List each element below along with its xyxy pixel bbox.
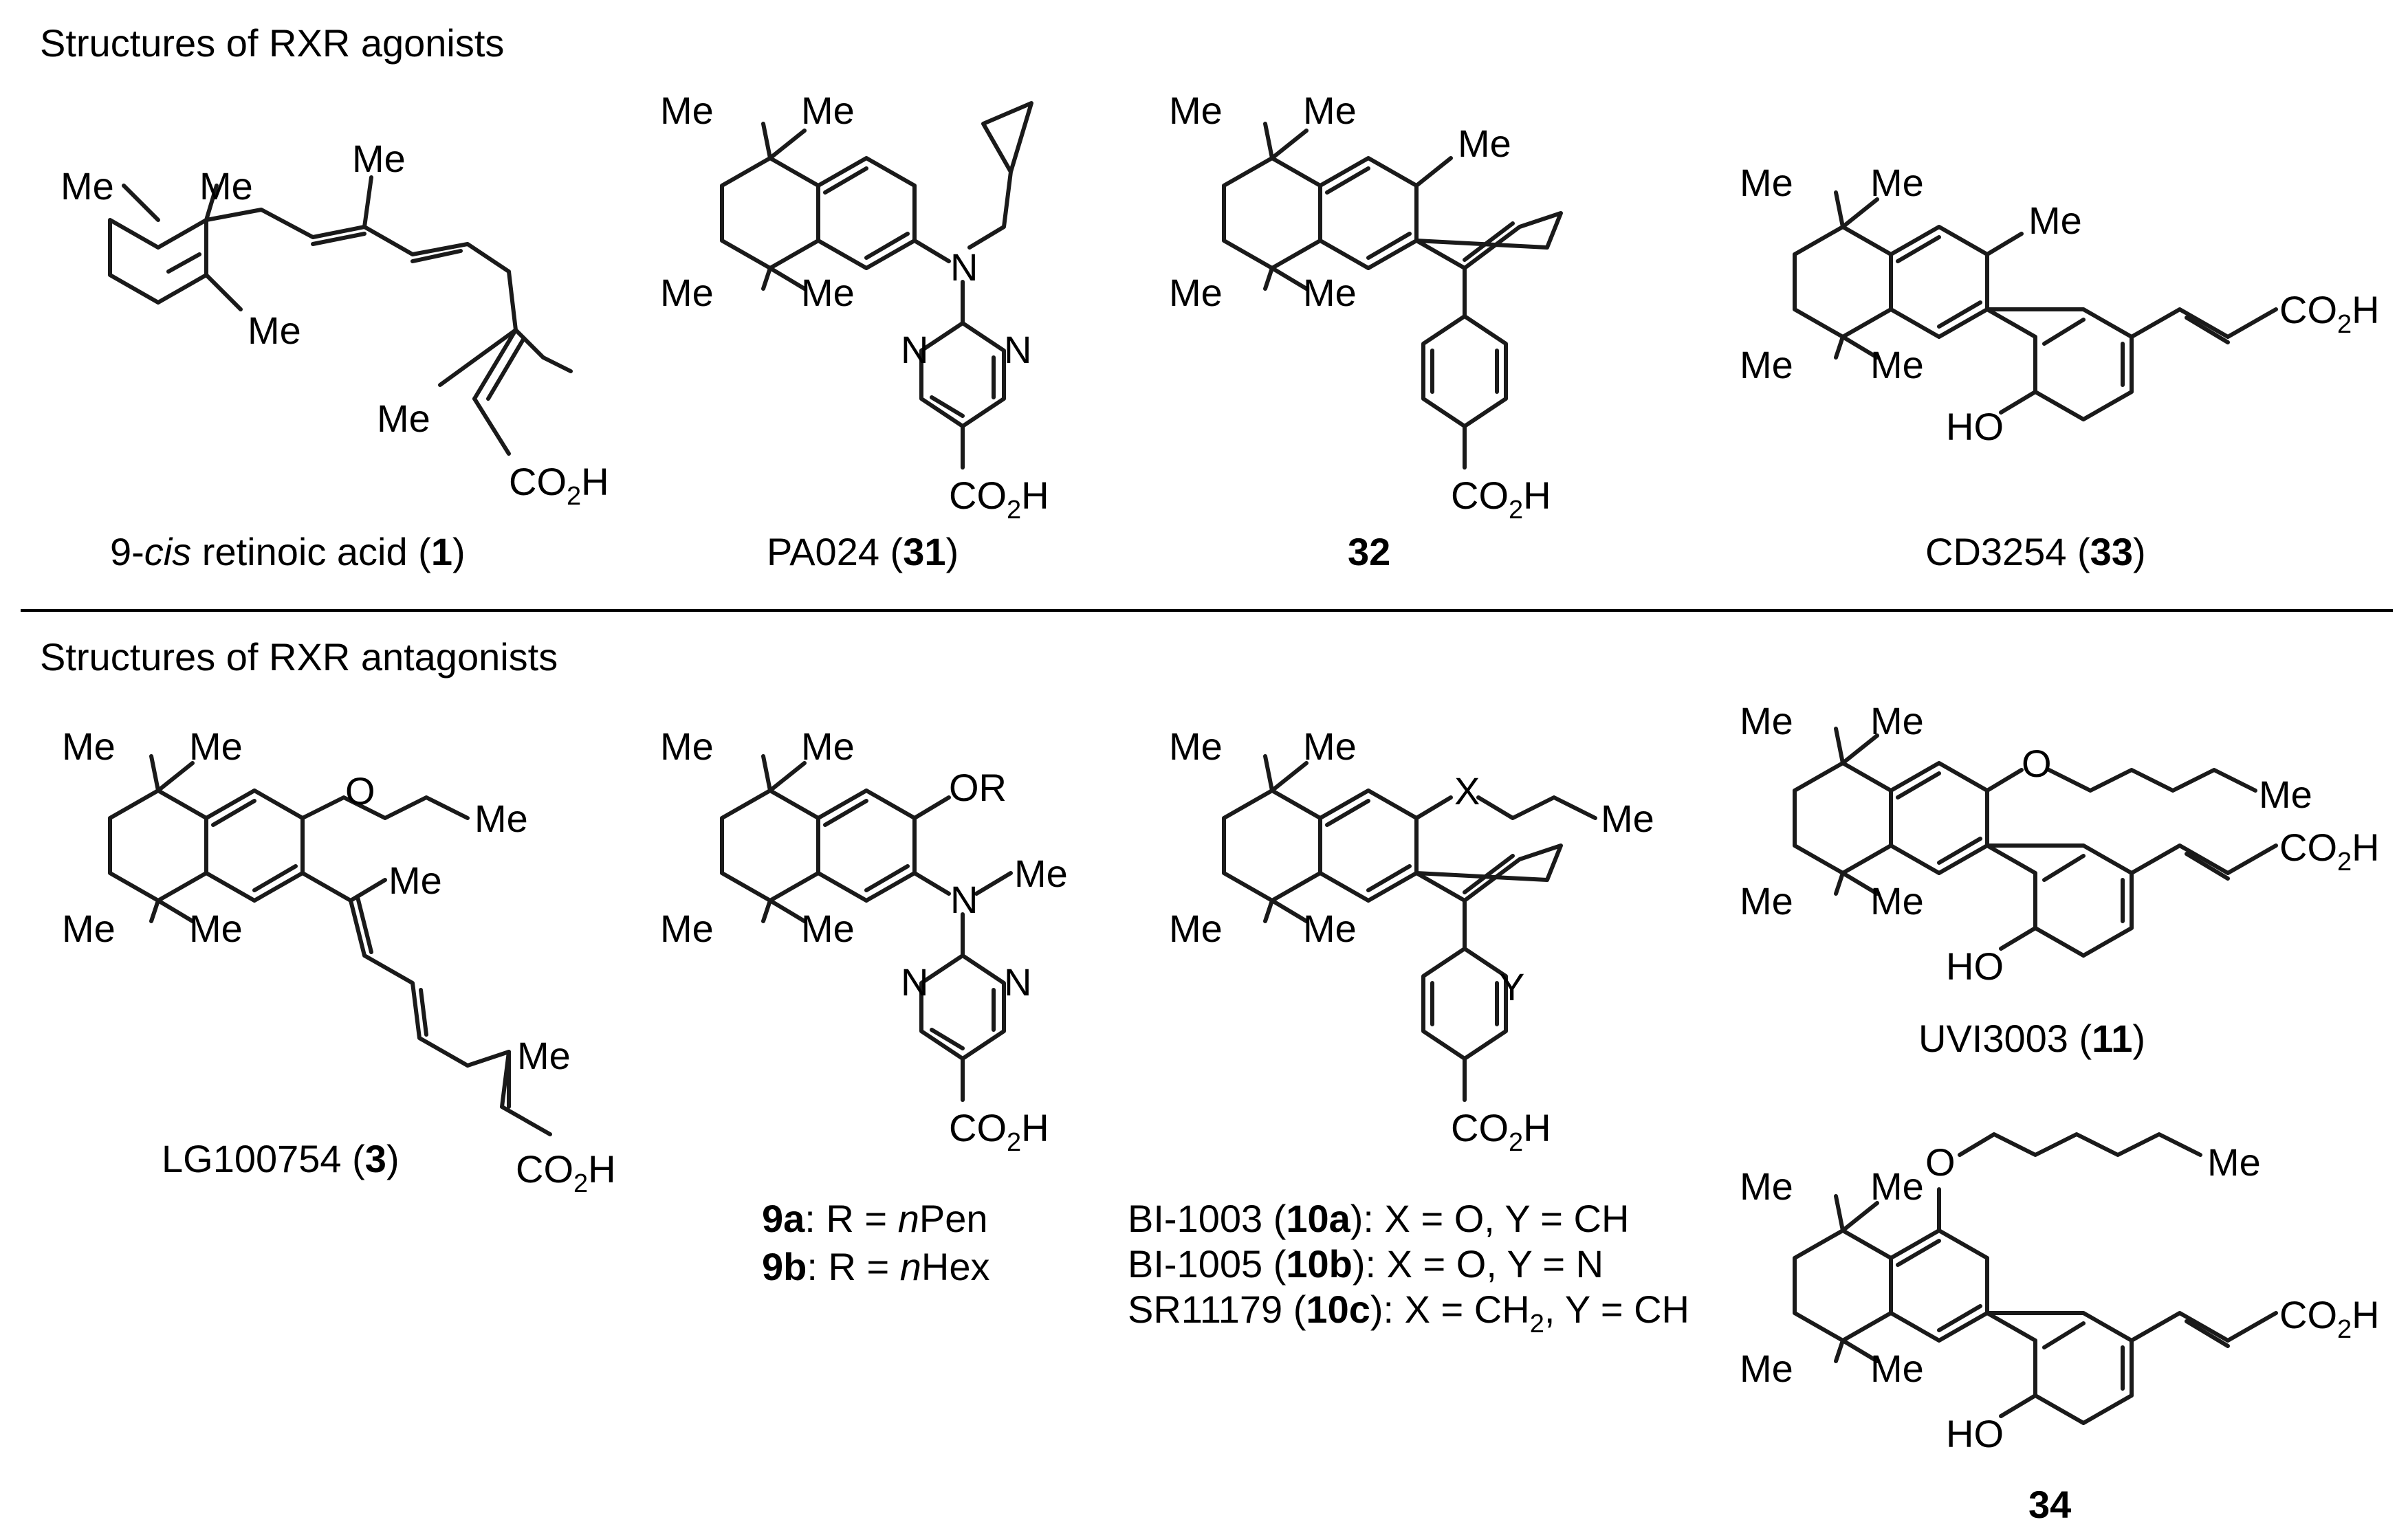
- me-label: Me: [660, 271, 714, 314]
- me-label: Me: [660, 725, 714, 768]
- co2h-label: CO2H: [516, 1147, 616, 1198]
- me-label: Me: [1303, 907, 1357, 950]
- me-label: Me: [2028, 199, 2082, 242]
- compound-3-label: LG100754 (3): [162, 1137, 399, 1180]
- me-label: Me: [1740, 343, 1793, 386]
- me-label: Me: [62, 725, 116, 768]
- co2h-label: CO2H: [1451, 474, 1551, 525]
- me-label: Me: [1870, 343, 1924, 386]
- me-label: Me: [1740, 699, 1793, 742]
- me-label: Me: [62, 907, 116, 950]
- me-label: Me: [2207, 1140, 2261, 1184]
- n-label: N: [950, 245, 978, 289]
- co2h-label: CO2H: [949, 474, 1049, 525]
- o-label: O: [2022, 742, 2052, 785]
- co2h-label: CO2H: [1451, 1106, 1551, 1157]
- me-label: Me: [1740, 879, 1793, 923]
- me-label: Me: [801, 907, 855, 950]
- me-label: Me: [660, 89, 714, 132]
- me-label: Me: [1870, 1165, 1924, 1208]
- n-label: N: [901, 960, 928, 1004]
- structure-34: Me Me Me Me O Me HO CO2H 34: [1740, 1132, 2380, 1526]
- me-label: Me: [248, 309, 301, 352]
- co2h-label: CO2H: [2279, 826, 2380, 876]
- co2h-label: CO2H: [2279, 1293, 2380, 1344]
- me-label: Me: [1740, 1165, 1793, 1208]
- co2h-label: CO2H: [949, 1106, 1049, 1157]
- me-label: Me: [1458, 122, 1511, 165]
- me-label: Me: [1601, 797, 1654, 840]
- me-label: Me: [2259, 773, 2312, 816]
- me-label: Me: [660, 907, 714, 950]
- structure-11-uvi3003: Me Me Me Me O Me HO CO2H UVI3003 (11): [1740, 699, 2380, 1060]
- o-label: O: [1925, 1140, 1956, 1184]
- me-label: Me: [189, 725, 243, 768]
- me-label: Me: [1740, 161, 1793, 204]
- n-label: N: [950, 878, 978, 921]
- me-label: Me: [1870, 161, 1924, 204]
- or-label: OR: [949, 766, 1007, 809]
- compound-1-label: 9-cis retinoic acid (1): [110, 530, 466, 573]
- o-label: O: [345, 769, 375, 813]
- compound-33-label: CD3254 (33): [1925, 530, 2146, 573]
- me-label: Me: [189, 907, 243, 950]
- structure-10: Me Me Me Me X Me Y CO2H BI-1003 (10a): X…: [1128, 725, 1689, 1338]
- compound-31-label: PA024 (31): [767, 530, 959, 573]
- me-label: Me: [199, 164, 253, 208]
- me-label: Me: [1870, 699, 1924, 742]
- me-label: Me: [1169, 725, 1223, 768]
- co2h-label: CO2H: [2279, 288, 2380, 339]
- structure-1-9-cis-retinoic-acid: Me Me Me Me Me CO2H 9-cis retinoic acid …: [61, 137, 609, 573]
- me-label: Me: [801, 89, 855, 132]
- agonists-section-title: Structures of RXR agonists: [40, 21, 504, 65]
- me-label: Me: [1303, 89, 1357, 132]
- me-label: Me: [1870, 1347, 1924, 1390]
- ho-label: HO: [1946, 405, 2004, 448]
- structure-31-pa024: Me Me Me Me N N N CO2H PA024 (31): [660, 89, 1049, 573]
- me-label: Me: [388, 859, 442, 902]
- y-label: Y: [1499, 965, 1524, 1008]
- compound-32-label: 32: [1348, 530, 1390, 573]
- me-label: Me: [377, 397, 430, 440]
- me-label: Me: [1169, 907, 1223, 950]
- compound-10b-label: BI-1005 (10b): X = O, Y = N: [1128, 1242, 1603, 1286]
- me-label: Me: [1870, 879, 1924, 923]
- compound-10a-label: BI-1003 (10a): X = O, Y = CH: [1128, 1197, 1629, 1240]
- me-label: Me: [1740, 1347, 1793, 1390]
- co2h-label: CO2H: [509, 460, 609, 511]
- compound-10c-label: SR11179 (10c): X = CH2, Y = CH: [1128, 1288, 1689, 1338]
- me-label: Me: [801, 725, 855, 768]
- ho-label: HO: [1946, 1412, 2004, 1455]
- compound-34-label: 34: [2028, 1483, 2071, 1526]
- compound-9a-label: 9a: R = nPen: [762, 1197, 987, 1240]
- n-label: N: [901, 328, 928, 371]
- compound-9b-label: 9b: R = nHex: [762, 1245, 990, 1288]
- structure-9: Me Me Me Me OR N Me N N CO2H 9a: R = nPe…: [660, 725, 1068, 1288]
- n-label: N: [1004, 960, 1031, 1004]
- me-label: Me: [1169, 271, 1223, 314]
- antagonists-section-title: Structures of RXR antagonists: [40, 635, 558, 679]
- x-label: X: [1454, 769, 1480, 813]
- structure-33-cd3254: Me Me Me Me Me HO CO2H CD3254 (33): [1740, 161, 2380, 573]
- n-label: N: [1004, 328, 1031, 371]
- me-label: Me: [517, 1034, 571, 1077]
- me-label: Me: [474, 797, 528, 840]
- me-label: Me: [1014, 852, 1068, 895]
- me-label: Me: [801, 271, 855, 314]
- compound-11-label: UVI3003 (11): [1918, 1017, 2145, 1060]
- me-label: Me: [1303, 271, 1357, 314]
- me-label: Me: [352, 137, 406, 180]
- structure-32: Me Me Me Me Me CO2H 32: [1169, 89, 1563, 573]
- ho-label: HO: [1946, 945, 2004, 988]
- me-label: Me: [61, 164, 114, 208]
- structure-3-lg100754: Me Me Me Me O Me Me Me CO2H LG100754 (3): [62, 725, 616, 1198]
- me-label: Me: [1169, 89, 1223, 132]
- me-label: Me: [1303, 725, 1357, 768]
